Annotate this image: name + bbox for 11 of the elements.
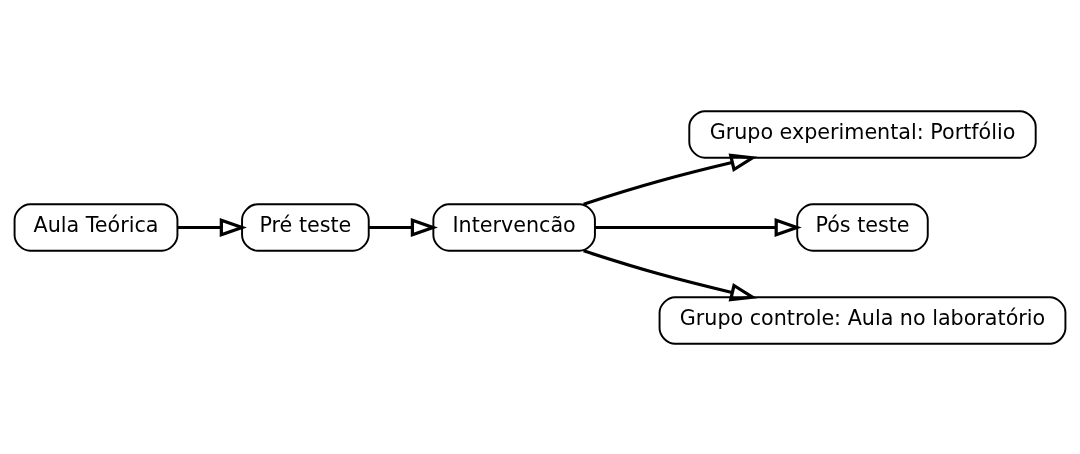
node-box: Aula Teórica: [13, 202, 179, 252]
arrow: [369, 217, 438, 237]
node-box: Pré teste: [241, 202, 370, 252]
arrow: [595, 217, 802, 237]
node-box: Intervencão: [432, 202, 596, 252]
arrow: [583, 153, 758, 206]
node-box: Grupo controle: Aula no laboratório: [658, 295, 1067, 345]
arrow: [177, 217, 247, 237]
node-box: Grupo experimental: Portfólio: [688, 109, 1037, 159]
node-box: Pós teste: [796, 202, 929, 252]
arrow: [583, 248, 758, 301]
